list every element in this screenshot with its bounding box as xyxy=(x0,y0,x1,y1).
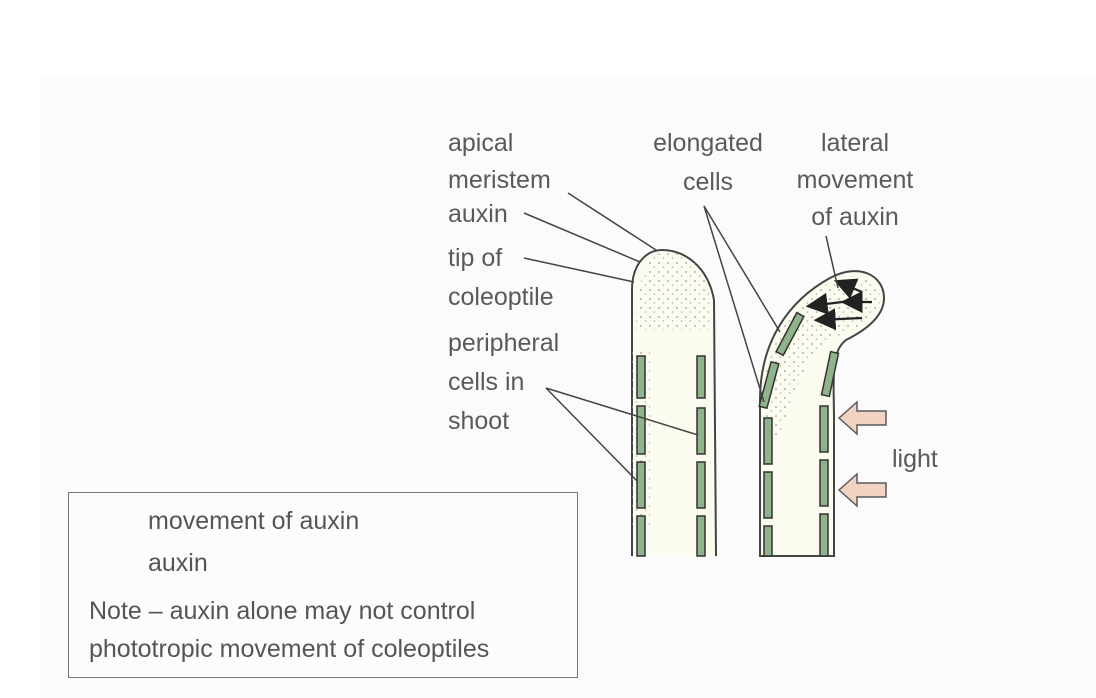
legend-auxin-label: auxin xyxy=(148,549,208,578)
label-peripheral-cells: peripheral cells in shoot xyxy=(448,324,559,441)
label-elongated-cells: elongated cells xyxy=(640,124,776,202)
legend-movement-label: movement of auxin xyxy=(148,507,359,536)
light-arrow-upper xyxy=(839,402,886,434)
light-arrows xyxy=(839,402,886,506)
label-light: light xyxy=(892,440,938,479)
label-tip-of-coleoptile: tip of coleoptile xyxy=(448,239,554,317)
straight-coleoptile xyxy=(632,250,716,556)
light-arrow-lower xyxy=(839,474,886,506)
label-lateral-movement: lateral movement of auxin xyxy=(782,124,928,237)
label-auxin: auxin xyxy=(448,195,508,234)
label-apical-meristem: apical meristem xyxy=(448,124,551,200)
legend-box: movement of auxin auxin Note – auxin alo… xyxy=(68,492,578,678)
legend-note-line-2: phototropic movement of coleoptiles xyxy=(89,635,489,664)
legend-note-line-1: Note – auxin alone may not control xyxy=(89,597,475,626)
